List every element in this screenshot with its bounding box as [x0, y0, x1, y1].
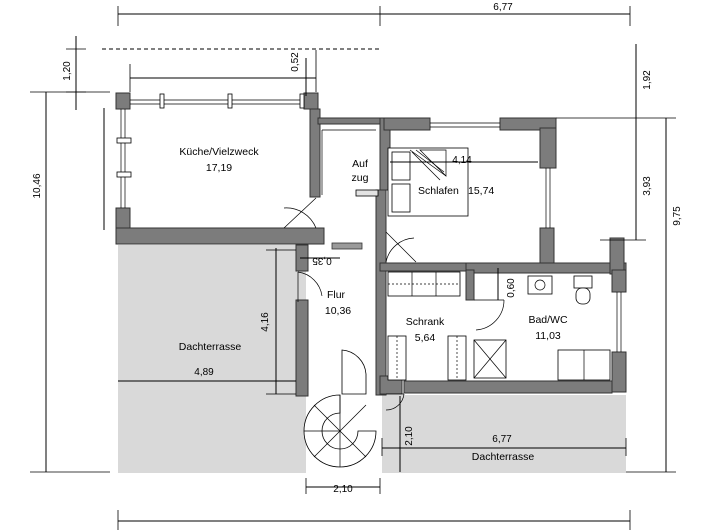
dim-stair-width: 2,10: [333, 484, 353, 495]
walls: [115, 92, 627, 397]
bath-area: 11,03: [535, 330, 561, 342]
closet-area: 5,64: [415, 332, 436, 344]
dimension-lines: [30, 6, 676, 530]
dim-top-width: 6,77: [493, 2, 513, 13]
dim-bedroom-width: 4,14: [452, 155, 472, 166]
dim-terrace-right-height: 2,10: [404, 426, 415, 446]
terrace-right-area: [382, 395, 626, 473]
dim-035: 0,35: [312, 255, 332, 266]
terrace-left-area: [118, 245, 306, 473]
kitchen-window-left: [116, 109, 132, 208]
hall-name: Flur: [327, 289, 346, 301]
bedroom-area: 15,74: [468, 185, 494, 197]
dim-terrace-right-width: 6,77: [492, 434, 512, 445]
elevator-label-2: zug: [352, 172, 369, 184]
kitchen-area: 17,19: [206, 162, 232, 174]
spiral-stair: [303, 349, 377, 468]
dim-right-top: 1,92: [642, 70, 653, 90]
wardrobes: [387, 271, 467, 381]
dim-kitchen-offset: 0,52: [290, 52, 301, 72]
closet-name: Schrank: [406, 316, 445, 328]
dim-right-total: 9,75: [672, 206, 683, 226]
dim-bath-door: 0,60: [506, 278, 517, 298]
dim-left-top: 1,20: [62, 61, 73, 81]
bed: [387, 147, 469, 217]
doors: [283, 197, 505, 411]
dim-left-total: 10,46: [32, 173, 43, 198]
kitchen-name: Küche/Vielzweck: [179, 146, 259, 158]
dim-right-mid: 3,93: [642, 176, 653, 196]
elevator-label-1: Auf: [352, 158, 368, 170]
kitchen-window-top: [130, 93, 305, 109]
bath-window: [616, 292, 622, 352]
terrace-left-name: Dachterrasse: [179, 341, 242, 353]
dim-terrace-left-width: 4,89: [194, 367, 214, 378]
bedroom-window: [430, 122, 551, 228]
terrace-right-name: Dachterrasse: [472, 451, 535, 463]
bedroom-name: Schlafen: [418, 185, 459, 197]
bath-fixtures: [473, 275, 611, 381]
elevator: [321, 129, 379, 197]
dim-hall-height: 4,16: [260, 312, 271, 332]
bath-name: Bad/WC: [528, 314, 568, 326]
hall-area: 10,36: [325, 305, 351, 317]
